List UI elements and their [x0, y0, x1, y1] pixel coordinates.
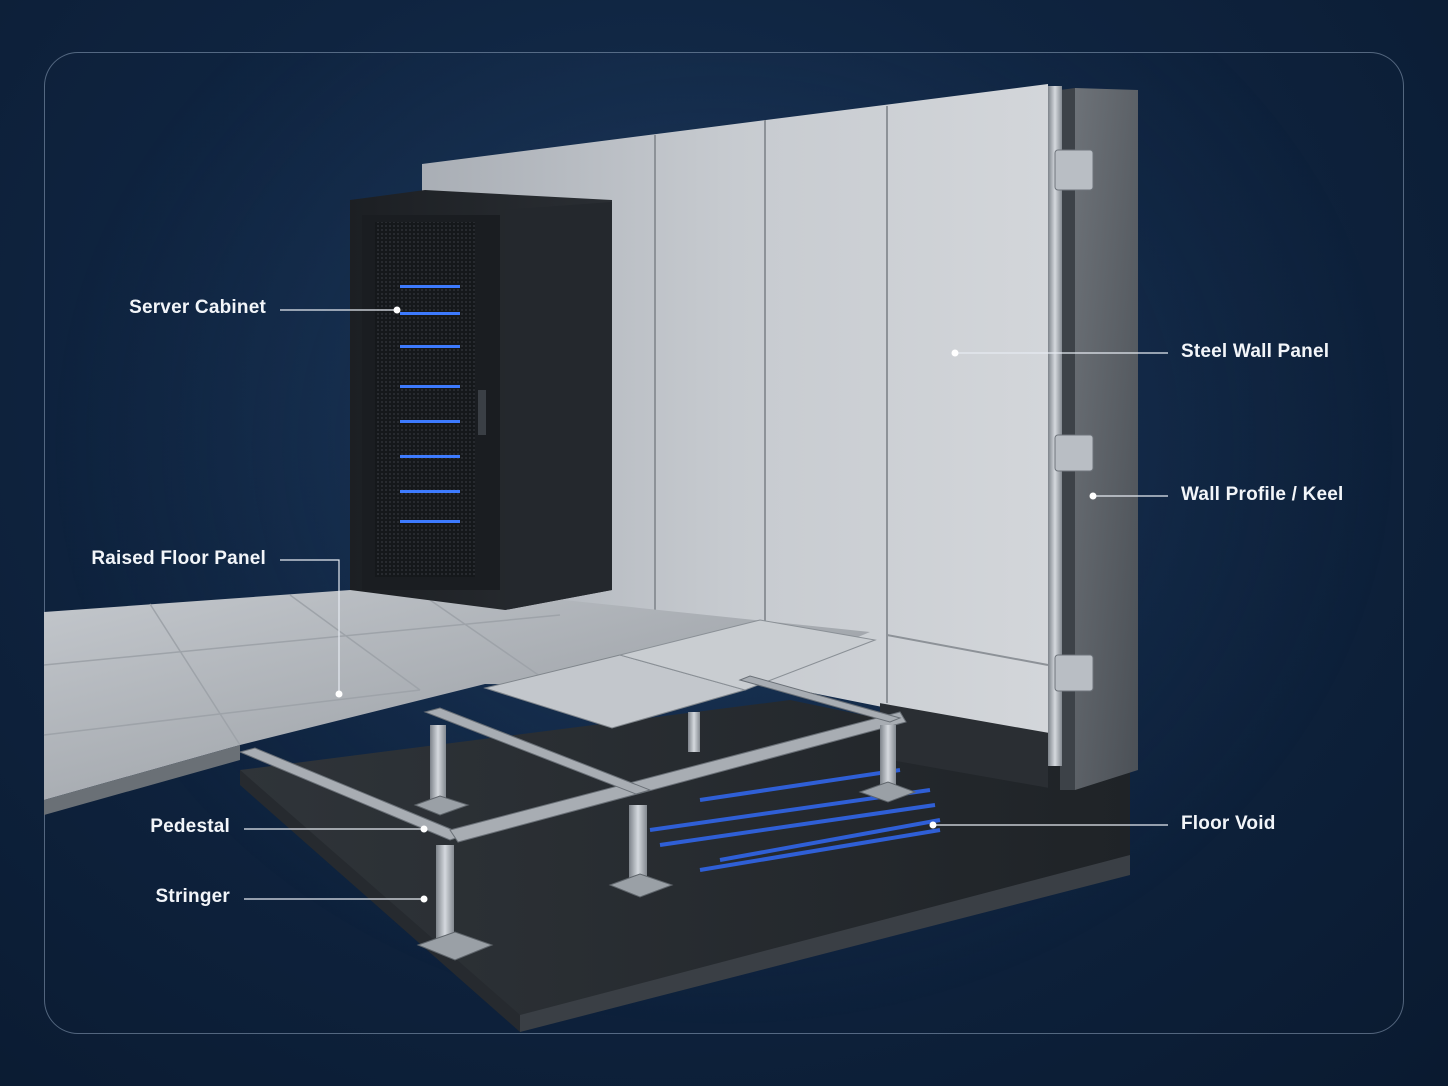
floor-void-cables [649, 768, 941, 872]
label-raised-floor-panel: Raised Floor Panel [91, 548, 266, 569]
server-leds [400, 285, 460, 523]
label-wall-profile-keel: Wall Profile / Keel [1181, 484, 1344, 505]
floor-panel-right [618, 619, 877, 691]
leader-raised-floor-panel [280, 559, 340, 694]
steel-wall-skirting [880, 703, 1048, 788]
leader-dots [335, 306, 1097, 903]
label-floor-void: Floor Void [1181, 813, 1276, 834]
label-pedestal: Pedestal [150, 816, 230, 837]
stringers [238, 675, 907, 843]
label-stringer: Stringer [155, 886, 230, 907]
steel-wall-seams [654, 106, 1049, 703]
concrete-wall [1075, 88, 1138, 790]
raised-floor-edge [44, 745, 240, 815]
wall-keel-vertical [1048, 86, 1062, 766]
label-server-cabinet: Server Cabinet [129, 297, 266, 318]
wall-keel-brackets [1054, 149, 1094, 692]
leader-lines [244, 309, 1168, 900]
slab-front-edge [520, 855, 1130, 1032]
slab-left-edge [240, 770, 520, 1032]
pedestals [413, 712, 917, 961]
raised-floor-surface [44, 585, 870, 800]
label-steel-wall-panel: Steel Wall Panel [1181, 341, 1330, 362]
server-cabinet [350, 190, 612, 610]
